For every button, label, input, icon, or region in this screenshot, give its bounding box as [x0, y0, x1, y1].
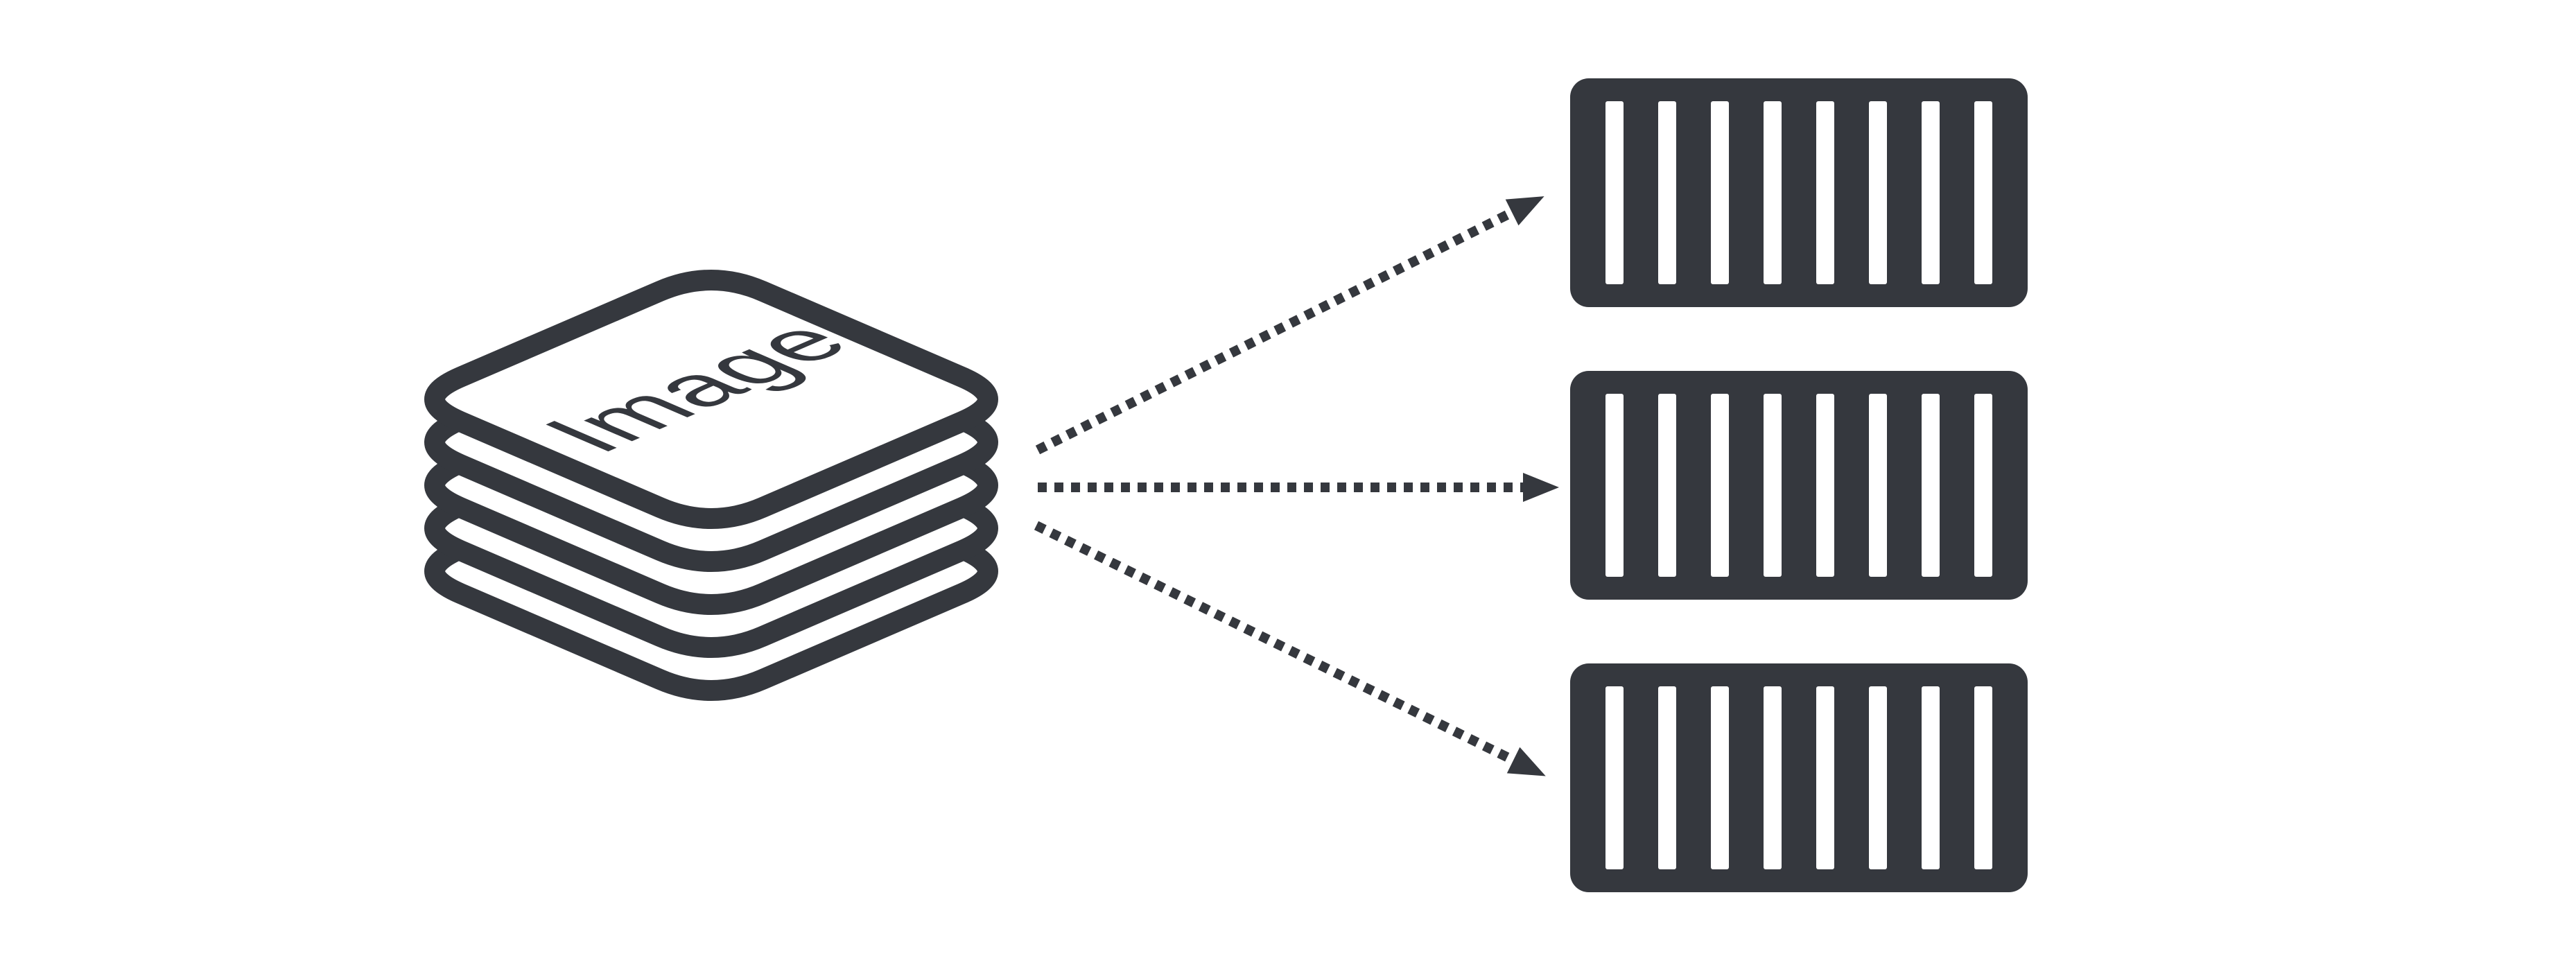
image-stack-icon: Image	[435, 280, 988, 690]
fan-out-arrows	[1034, 196, 1559, 776]
container-icons	[1570, 78, 2028, 892]
container-bottom	[1570, 663, 2028, 892]
arrow-to-top-container	[1035, 196, 1544, 455]
container-middle	[1570, 371, 2028, 600]
arrow-to-bottom-container	[1034, 521, 1546, 776]
container-top	[1570, 78, 2028, 307]
